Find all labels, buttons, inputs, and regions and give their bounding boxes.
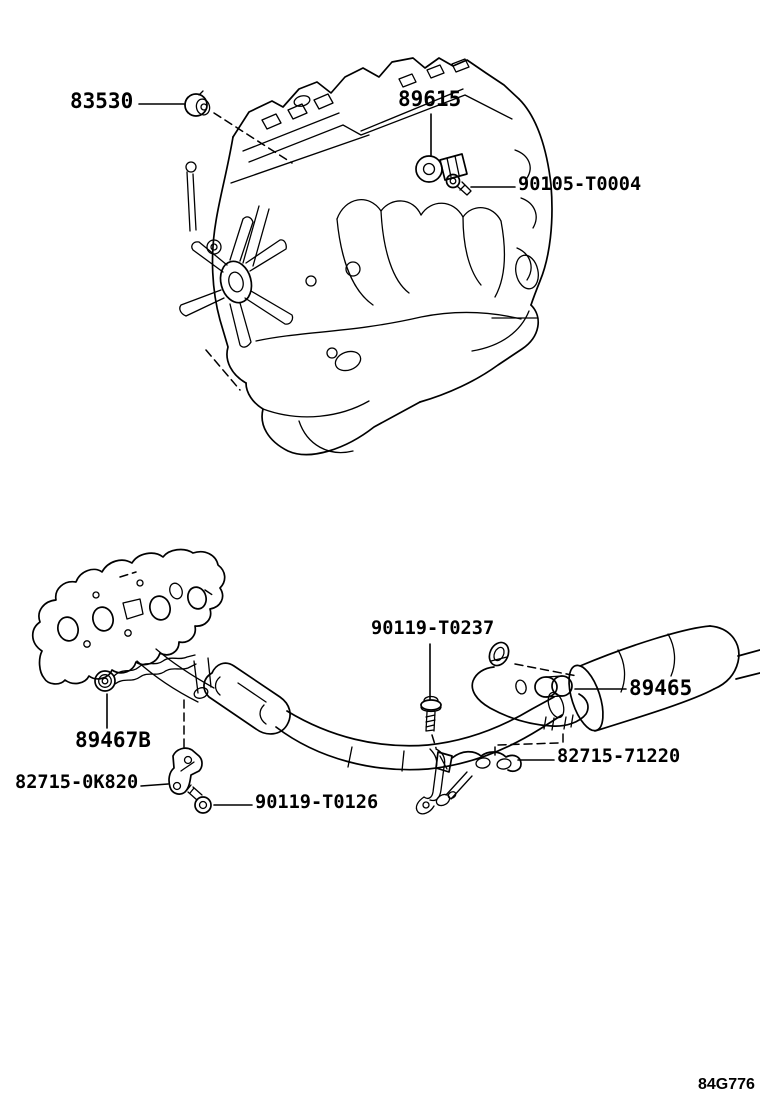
stay-bracket-drawing	[415, 748, 446, 815]
leader-line-82715-0K820	[140, 783, 169, 787]
part-label-83530[interactable]: 83530	[70, 89, 134, 113]
part-label-89465[interactable]: 89465	[629, 676, 693, 700]
part-drawing-82715-71220-bracket	[435, 750, 522, 807]
part-drawing-89465-oxygen-sensor	[471, 641, 589, 731]
part-label-89467B[interactable]: 89467B	[75, 728, 151, 752]
fan-drawing	[179, 216, 294, 348]
part-label-82715-71220[interactable]: 82715-71220	[557, 746, 681, 767]
figure-code: 84G776	[698, 1076, 755, 1093]
engine-drawing	[179, 57, 553, 456]
part-drawing-90119-T0126-bolt	[186, 784, 212, 814]
part-label-89615[interactable]: 89615	[398, 87, 462, 111]
part-drawing-89467B-oxygen-sensor	[94, 654, 197, 692]
part-label-90105-T0004[interactable]: 90105-T0004	[518, 174, 642, 195]
part-label-90119-T0237[interactable]: 90119-T0237	[371, 618, 495, 639]
catalytic-converter-drawing	[547, 625, 760, 732]
callout-leader-lines	[106, 103, 627, 806]
part-drawing-82715-0K820-bracket	[168, 747, 203, 795]
part-drawing-90119-T0237-bolt	[420, 695, 442, 732]
part-drawing-83530-switch	[184, 90, 211, 117]
part-label-90119-T0126[interactable]: 90119-T0126	[255, 792, 379, 813]
part-label-82715-0K820[interactable]: 82715-0K820	[15, 772, 139, 793]
part-drawing-90105-T0004-bolt	[445, 173, 472, 196]
part-drawing-89615-knock-sensor	[415, 153, 468, 183]
exhaust-drawing	[31, 548, 760, 815]
